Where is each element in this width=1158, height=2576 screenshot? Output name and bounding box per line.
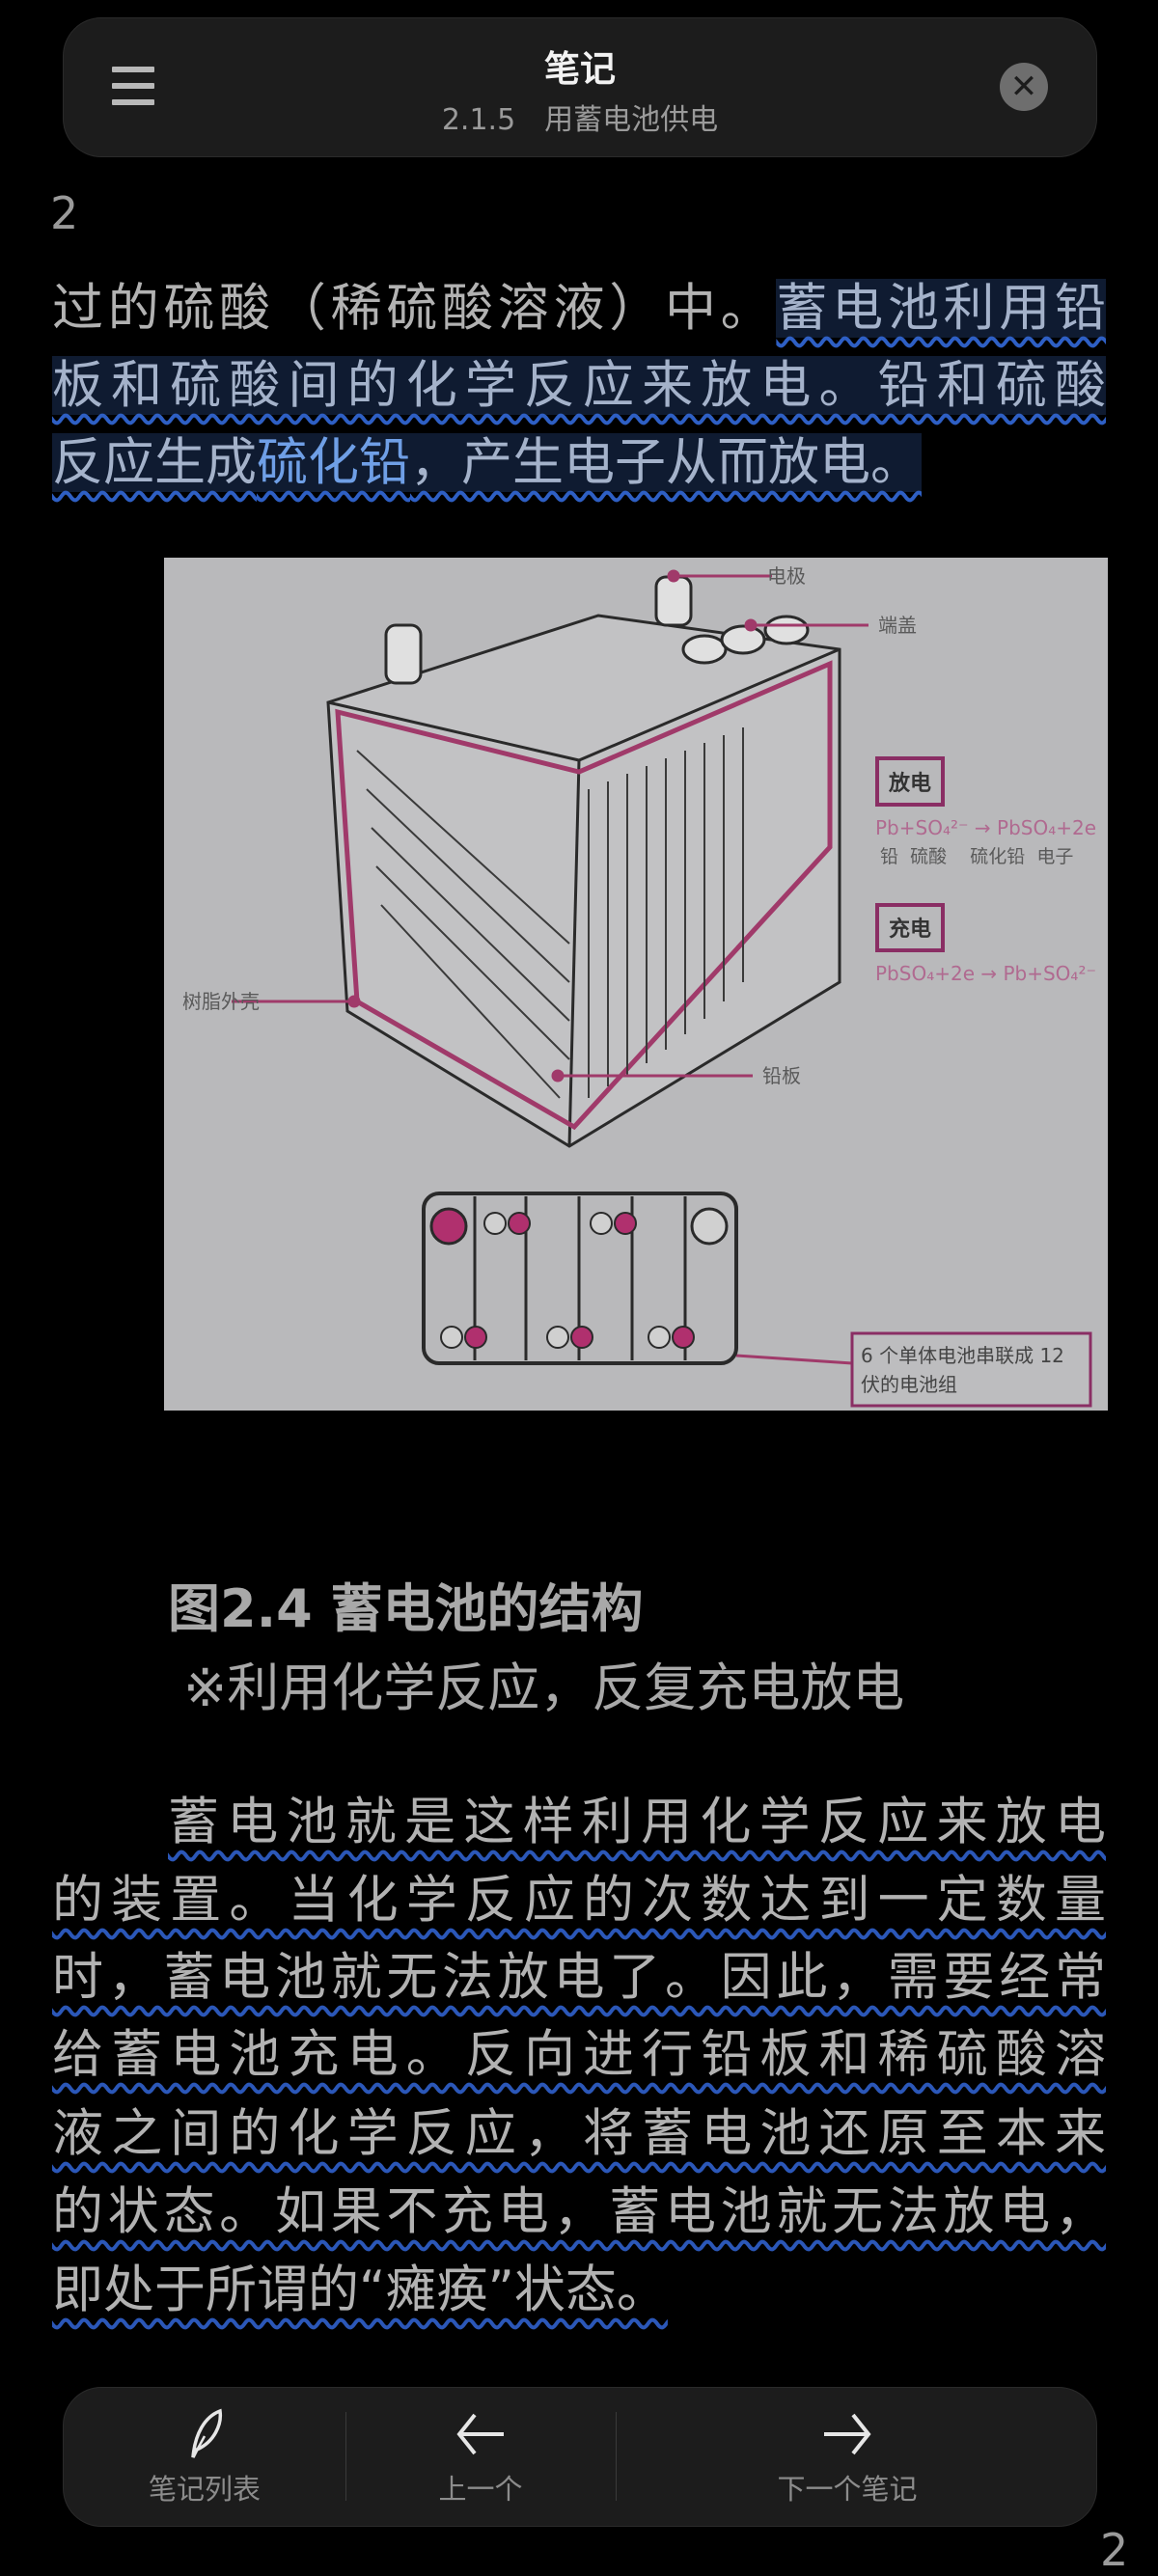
- term-link[interactable]: 硫化铅: [257, 433, 410, 492]
- underlined-text[interactable]: 即处于所谓的“瘫痪”状态。: [52, 2261, 668, 2319]
- notes-header-bar: 笔记 2.1.5 用蓄电池供电 ✕: [63, 17, 1097, 157]
- discharge-formula: Pb+SO₄²⁻ → PbSO₄+2e: [875, 816, 1096, 839]
- underlined-text[interactable]: 的装置。当化学反应的次数达到一定数量: [52, 1871, 1106, 1930]
- label-electrode: 电极: [767, 564, 806, 588]
- arrow-left-icon: [456, 2413, 504, 2455]
- paragraph-line: 的装置。当化学反应的次数达到一定数量: [52, 1862, 1106, 1939]
- quill-icon: [191, 2408, 223, 2458]
- underlined-text[interactable]: 时，蓄电池就无法放电了。因此，需要经常: [52, 1948, 1106, 2007]
- arrow-right-icon: [824, 2413, 871, 2455]
- label-end-cap: 端盖: [878, 614, 917, 637]
- text-line-3: 反应生成硫化铅，产生电子从而放电。: [52, 425, 1106, 502]
- paragraph-line: 蓄电池就是这样利用化学反应来放电: [168, 1784, 1106, 1861]
- paragraph-line: 给蓄电池充电。反向进行铅板和稀硫酸溶: [52, 2016, 1106, 2094]
- next-note-button[interactable]: 下一个笔记: [616, 2388, 1079, 2526]
- text-segment: ，产生电子从而放电。: [410, 433, 922, 492]
- divider: [616, 2412, 617, 2501]
- text-plain: 过的硫酸（稀硫酸溶液）中。: [52, 279, 777, 338]
- note-list-button[interactable]: 笔记列表: [64, 2388, 345, 2526]
- label-lead-plate: 铅板: [762, 1064, 801, 1087]
- battery-structure-figure: 电极 端盖 树脂外壳 铅板 放电 Pb+SO₄²⁻ → PbSO₄+2e 铅 硫…: [164, 558, 1108, 1411]
- close-icon[interactable]: ✕: [1000, 63, 1048, 111]
- hamburger-menu-icon[interactable]: [112, 67, 154, 105]
- series-note-line-2: 伏的电池组: [861, 1373, 957, 1396]
- highlighted-text[interactable]: 反应生成硫化铅，产生电子从而放电。: [52, 433, 922, 492]
- discharge-terms: 铅 硫酸 硫化铅 电子: [880, 846, 1073, 867]
- paragraph-line: 的状态。如果不充电，蓄电池就无法放电，: [52, 2174, 1106, 2251]
- paragraph-line: 液之间的化学反应，将蓄电池还原至本来: [52, 2096, 1106, 2173]
- next-note-label: 下一个笔记: [777, 2473, 918, 2506]
- battery-diagram: 电极 端盖 树脂外壳 铅板 放电 Pb+SO₄²⁻ → PbSO₄+2e 铅 硫…: [182, 564, 1096, 1408]
- highlighted-text[interactable]: 蓄电池利用铅: [776, 279, 1107, 338]
- text-line-2: 板和硫酸间的化学反应来放电。铅和硫酸: [52, 347, 1106, 425]
- text-line-1: 过的硫酸（稀硫酸溶液）中。蓄电池利用铅: [52, 270, 1107, 347]
- highlighted-text[interactable]: 板和硫酸间的化学反应来放电。铅和硫酸: [52, 356, 1106, 415]
- battery-top-view: [422, 1192, 738, 1365]
- label-discharge: 放电: [888, 771, 931, 796]
- figure-caption: 图2.4 蓄电池的结构: [168, 1578, 644, 1639]
- page-number-top: 2: [50, 187, 79, 239]
- page-number-bottom: 2: [1100, 2524, 1129, 2576]
- charge-formula: PbSO₄+2e → Pb+SO₄²⁻: [875, 962, 1096, 985]
- text-segment: 反应生成: [52, 433, 257, 492]
- note-list-label: 笔记列表: [148, 2473, 261, 2506]
- paragraph-line: 时，蓄电池就无法放电了。因此，需要经常: [52, 1939, 1106, 2016]
- figure-subcaption: ※利用化学反应，反复充电放电: [183, 1658, 905, 1718]
- underlined-text[interactable]: 给蓄电池充电。反向进行铅板和稀硫酸溶: [52, 2025, 1106, 2084]
- header-subtitle: 2.1.5 用蓄电池供电: [441, 103, 719, 137]
- previous-label: 上一个: [438, 2473, 523, 2506]
- underlined-text[interactable]: 蓄电池就是这样利用化学反应来放电: [168, 1793, 1106, 1851]
- previous-button[interactable]: 上一个: [345, 2388, 616, 2526]
- paragraph-line: 即处于所谓的“瘫痪”状态。: [52, 2252, 1106, 2329]
- notes-bottom-nav: 笔记列表 上一个 下一个笔记: [63, 2387, 1097, 2527]
- header-title: 笔记: [544, 48, 616, 90]
- label-charge: 充电: [889, 917, 931, 942]
- underlined-text[interactable]: 液之间的化学反应，将蓄电池还原至本来: [52, 2104, 1106, 2163]
- divider: [345, 2412, 346, 2501]
- underlined-text[interactable]: 的状态。如果不充电，蓄电池就无法放电，: [52, 2182, 1106, 2241]
- series-note-line-1: 6 个单体电池串联成 12: [861, 1344, 1064, 1367]
- label-resin-case: 树脂外壳: [182, 990, 260, 1013]
